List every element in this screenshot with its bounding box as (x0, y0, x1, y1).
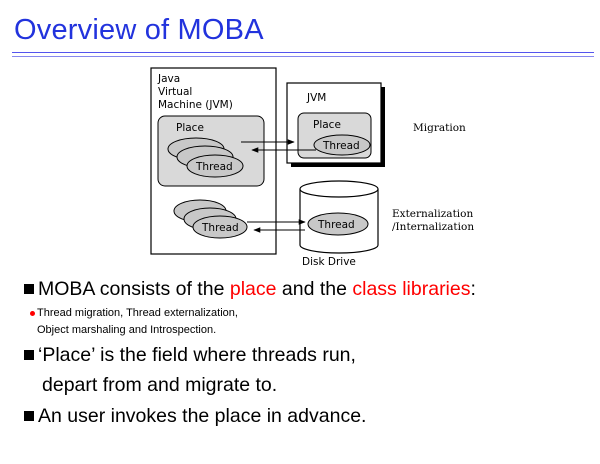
bullet-square-2 (24, 350, 34, 360)
migration-label: Migration (413, 122, 466, 134)
thread-label-left-place: Thread (195, 161, 233, 173)
title-underline-thin (12, 56, 594, 57)
bullet-2-line2: depart from and migrate to. (42, 374, 278, 396)
thread-ellipse-left-place (186, 154, 244, 178)
internalization-label: /Internalization (392, 221, 474, 233)
bullet-square-1 (24, 284, 34, 294)
bullet-square-3 (24, 411, 34, 421)
disk-drive-label: Disk Drive (302, 256, 356, 268)
place-right-label: Place (313, 119, 341, 131)
sub-bullet-line2: Object marshaling and Introspection. (37, 324, 217, 336)
bullet-1-place: place (229, 278, 277, 300)
thread-label-lower-left: Thread (201, 222, 239, 234)
externalization-label: Externalization (392, 208, 473, 220)
bullet-1-part1: MOBA consists of the (38, 278, 230, 300)
place-left-label: Place (176, 122, 204, 134)
thread-label-disk: Thread (317, 219, 355, 231)
sub-bullet-dot (30, 311, 35, 316)
title-underline (12, 52, 594, 53)
jvm-right-label: JVM (306, 92, 326, 104)
sub-bullet-line1: Thread migration, Thread externalization… (37, 307, 238, 319)
bullet-1-colon: : (470, 278, 476, 300)
thread-ellipse-right-place (313, 134, 371, 156)
thread-ellipse-lower-left (192, 215, 248, 239)
bullet-2-line1: ‘Place’ is the field where threads run, (38, 344, 356, 366)
bullet-1-class-libraries: class libraries (352, 278, 471, 300)
bullet-1-part2: and the (276, 278, 353, 300)
disk-drive-top (299, 180, 379, 198)
jvm-left-label-line3: Machine (JVM) (158, 99, 233, 111)
bullet-3-text: An user invokes the place in advance. (38, 405, 367, 427)
slide-title: Overview of MOBA (14, 14, 264, 46)
bullet-1-text: MOBA consists of the place and the class… (38, 278, 476, 301)
jvm-left-label-line1: Java (157, 73, 180, 85)
jvm-left-label-line2: Virtual (158, 86, 192, 98)
thread-ellipse-disk (307, 212, 369, 236)
thread-label-right-place: Thread (322, 140, 360, 152)
